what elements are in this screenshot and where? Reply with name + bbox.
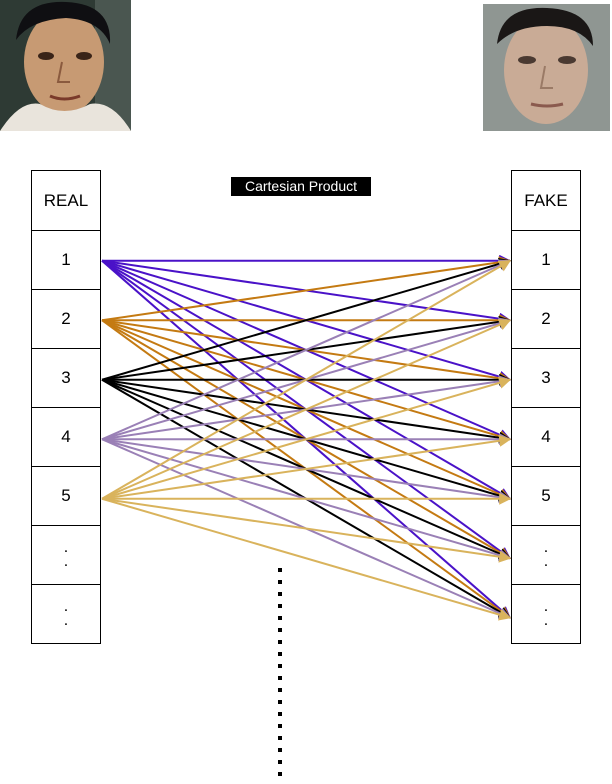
fake-item: 3 [511, 348, 581, 408]
edge-5-to-4 [101, 434, 512, 500]
fake-item: 1 [511, 230, 581, 290]
real-item: 2 [31, 289, 101, 349]
fake-column: FAKE 1 2 3 4 5 .. .. [511, 170, 581, 644]
fake-item: 5 [511, 466, 581, 526]
fake-header: FAKE [511, 170, 581, 231]
real-header: REAL [31, 170, 101, 231]
fake-item: 2 [511, 289, 581, 349]
edge-5-to-1 [101, 259, 512, 500]
real-face-photo [0, 0, 131, 131]
fake-ellipsis: .. [511, 584, 581, 644]
real-item: 4 [31, 407, 101, 467]
edge-5-to-7 [101, 497, 512, 621]
real-ellipsis: .. [31, 584, 101, 644]
edge-5-to-3 [101, 377, 512, 500]
fake-ellipsis: .. [511, 525, 581, 585]
fake-item: 4 [511, 407, 581, 467]
real-ellipsis: .. [31, 525, 101, 585]
edge-5-to-6 [101, 497, 512, 563]
real-item: 3 [31, 348, 101, 408]
edge-5-to-2 [101, 319, 512, 500]
edge-2-to-1 [101, 256, 512, 322]
diagram-title: Cartesian Product [231, 177, 371, 196]
fake-face-photo [483, 4, 610, 131]
real-item: 1 [31, 230, 101, 290]
real-column: REAL 1 2 3 4 5 .. .. [31, 170, 101, 644]
real-item: 5 [31, 466, 101, 526]
edges-group [101, 254, 512, 621]
edge-4-to-1 [101, 259, 512, 441]
edge-3-to-1 [101, 258, 512, 381]
